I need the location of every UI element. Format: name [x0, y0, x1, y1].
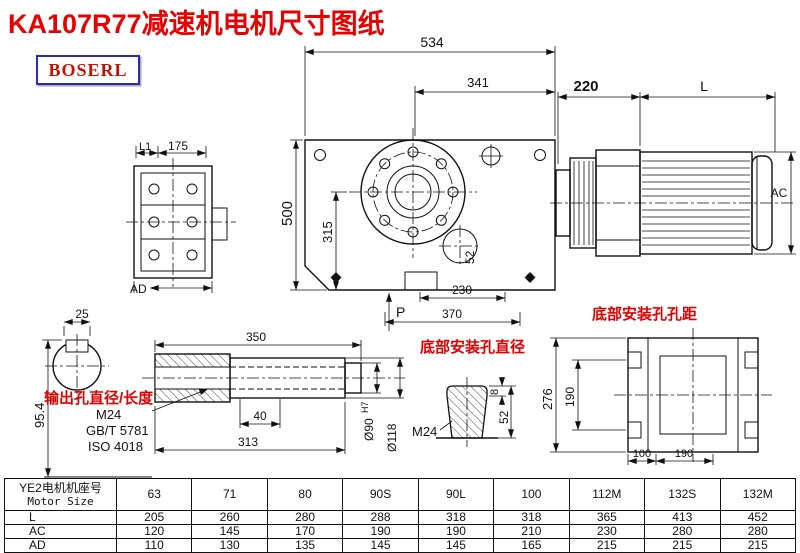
- dim-175: 175: [168, 139, 188, 153]
- standard-gb: GB/T 5781: [86, 423, 149, 438]
- table-title-en: Motor Size: [27, 494, 94, 508]
- view-output-shaft: 350 40 313 Ø90 H7 Ø118 输出孔直径/长度 M24 GB/T…: [44, 330, 405, 454]
- dim-95-4: 95.4: [32, 403, 47, 428]
- table-corner-cell: YE2电机机座号 Motor Size: [4, 478, 117, 511]
- dim-276: 276: [540, 388, 555, 410]
- dim-90: Ø90: [362, 418, 376, 441]
- cell: 110: [115, 538, 193, 553]
- view-bore-section: 25 95.4: [32, 307, 152, 478]
- dim-118: Ø118: [385, 423, 399, 452]
- output-bore-label: 输出孔直径/长度: [44, 389, 154, 407]
- standard-iso: ISO 4018: [88, 439, 143, 454]
- col-header-132m: 132M: [719, 478, 796, 511]
- fan-cover: [751, 155, 773, 251]
- dim-220: 220: [573, 78, 598, 95]
- row-label-L: L: [4, 510, 117, 525]
- cell: 165: [493, 538, 570, 553]
- technical-drawing: L1 175 AD 534 341: [32, 34, 796, 478]
- cell: 280: [719, 524, 796, 539]
- cell: 145: [342, 538, 419, 553]
- view-gearbox-side: L1 175 AD: [126, 139, 236, 296]
- dim-190-vertical: 190: [563, 387, 577, 407]
- dim-l1: L1: [139, 141, 151, 153]
- dim-315: 315: [320, 221, 335, 243]
- base-hole-dia-label: 底部安装孔直径: [420, 338, 525, 356]
- cell: 190: [417, 524, 495, 539]
- dim-534: 534: [420, 34, 444, 50]
- col-header-100: 100: [493, 478, 570, 511]
- dim-100: 100: [633, 448, 651, 460]
- page-title: KA107R77减速机电机尺寸图纸: [8, 9, 385, 39]
- dim-341: 341: [467, 75, 489, 90]
- cell: 215: [719, 538, 796, 553]
- cell: 452: [719, 510, 796, 525]
- thread-m24-hole: M24: [412, 424, 437, 439]
- cell: 260: [191, 510, 268, 525]
- table-row-AC: AC 120 145 170 190 190 210 230 280 280: [4, 524, 796, 539]
- cell: 365: [568, 510, 646, 525]
- cell: 318: [417, 510, 495, 525]
- cell: 280: [644, 524, 721, 539]
- cell: 170: [266, 524, 344, 539]
- view-motor-side: 220 L AC: [550, 78, 796, 257]
- col-header-90s: 90S: [342, 478, 419, 511]
- cell: 190: [342, 524, 419, 539]
- view-base-hole-detail: 底部安装孔直径 M24 8 52: [412, 338, 525, 447]
- dim-L: L: [700, 78, 708, 94]
- col-header-90l: 90L: [417, 478, 495, 511]
- dim-230: 230: [452, 283, 472, 297]
- cell: 230: [568, 524, 646, 539]
- bolt-plug: [446, 385, 488, 439]
- dim-90-tolerance: H7: [360, 401, 370, 413]
- cell: 215: [644, 538, 721, 553]
- dim-370: 370: [442, 307, 462, 321]
- thread-m24: M24: [96, 407, 121, 422]
- table-header-row: YE2电机机座号 Motor Size 63 71 80 90S 90L 100…: [4, 478, 796, 511]
- cell: 215: [568, 538, 646, 553]
- dim-52: 52: [463, 250, 477, 264]
- housing-outline: [304, 139, 556, 291]
- table-row-L: L 205 260 280 288 318 318 365 413 452: [4, 510, 796, 525]
- dim-p: P: [396, 304, 405, 320]
- cell: 130: [191, 538, 268, 553]
- view-base-mounting: 底部安装孔孔距 276 190 100 190: [540, 305, 772, 465]
- cell: 413: [644, 510, 721, 525]
- table-row-AD: AD 110 130 135 145 145 165 215 215 215: [4, 538, 796, 553]
- row-label-AD: AD: [4, 538, 117, 553]
- cell: 288: [342, 510, 419, 525]
- cell: 205: [115, 510, 193, 525]
- side-shaft-stub: [211, 207, 228, 241]
- dim-350: 350: [246, 330, 266, 344]
- col-header-63: 63: [115, 478, 193, 511]
- table-title-cn: YE2电机机座号: [19, 480, 102, 495]
- cell: 135: [266, 538, 344, 553]
- dim-25: 25: [75, 307, 89, 321]
- cell: 145: [417, 538, 495, 553]
- dim-313: 313: [238, 435, 258, 449]
- dim-8: 8: [489, 389, 501, 395]
- base-hole-pitch-label: 底部安装孔孔距: [592, 305, 697, 323]
- cell: 120: [115, 524, 193, 539]
- cell: 210: [493, 524, 570, 539]
- cell: 280: [266, 510, 344, 525]
- cell: 318: [493, 510, 570, 525]
- col-header-112m: 112M: [568, 478, 646, 511]
- cell: 145: [191, 524, 268, 539]
- row-label-AC: AC: [4, 524, 117, 539]
- col-header-71: 71: [191, 478, 268, 511]
- brand-logo-text: BOSERL: [48, 59, 128, 80]
- col-header-80: 80: [266, 478, 344, 511]
- dim-500: 500: [279, 201, 296, 226]
- dim-ad: AD: [130, 282, 147, 296]
- dim-40: 40: [253, 409, 267, 423]
- col-header-132s: 132S: [644, 478, 721, 511]
- dim-ac: AC: [771, 186, 788, 200]
- brand-logo: BOSERL: [36, 55, 140, 85]
- view-gearbox-front: 534 341 52 500: [279, 34, 556, 331]
- dim-52-hole: 52: [497, 410, 511, 424]
- motor-size-table: YE2电机机座号 Motor Size 63 71 80 90S 90L 100…: [4, 478, 796, 553]
- dim-190-horizontal: 190: [675, 448, 693, 460]
